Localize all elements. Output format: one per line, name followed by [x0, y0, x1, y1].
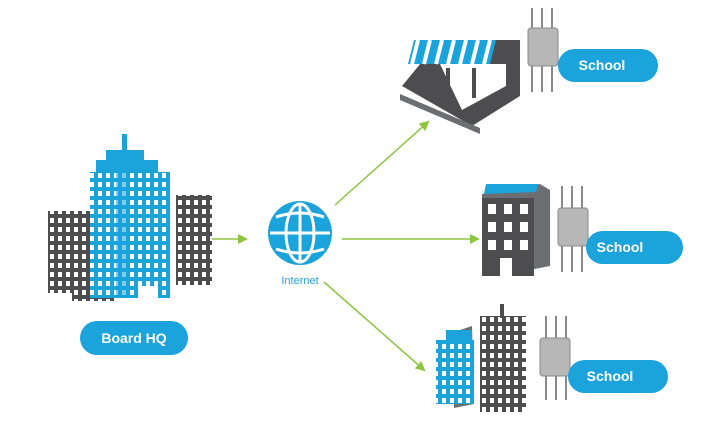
arrow-internet-to-site-1	[334, 120, 430, 206]
storefront-icon	[400, 39, 520, 134]
hq-label-pill: Board HQ	[80, 321, 188, 355]
wireless-access-point-icon	[539, 316, 571, 400]
site-1-label: School	[579, 57, 626, 73]
site-1-label-pill: School	[558, 49, 658, 82]
connectors	[212, 120, 480, 372]
apartment-building-icon	[482, 184, 550, 276]
wireless-access-point-icon	[527, 8, 559, 92]
site-2-label-pill: School	[586, 231, 683, 264]
hq-label: Board HQ	[101, 330, 166, 346]
site-3-label: School	[587, 368, 634, 384]
globe-icon	[268, 201, 332, 265]
office-towers-icon	[48, 134, 212, 301]
site-2-label: School	[597, 239, 644, 255]
arrow-internet-to-site-3	[323, 281, 426, 372]
site-3-label-pill: School	[568, 360, 668, 393]
wireless-access-point-icon	[557, 186, 589, 272]
internet-label: Internet	[281, 275, 318, 287]
campus-buildings-icon	[436, 304, 526, 412]
